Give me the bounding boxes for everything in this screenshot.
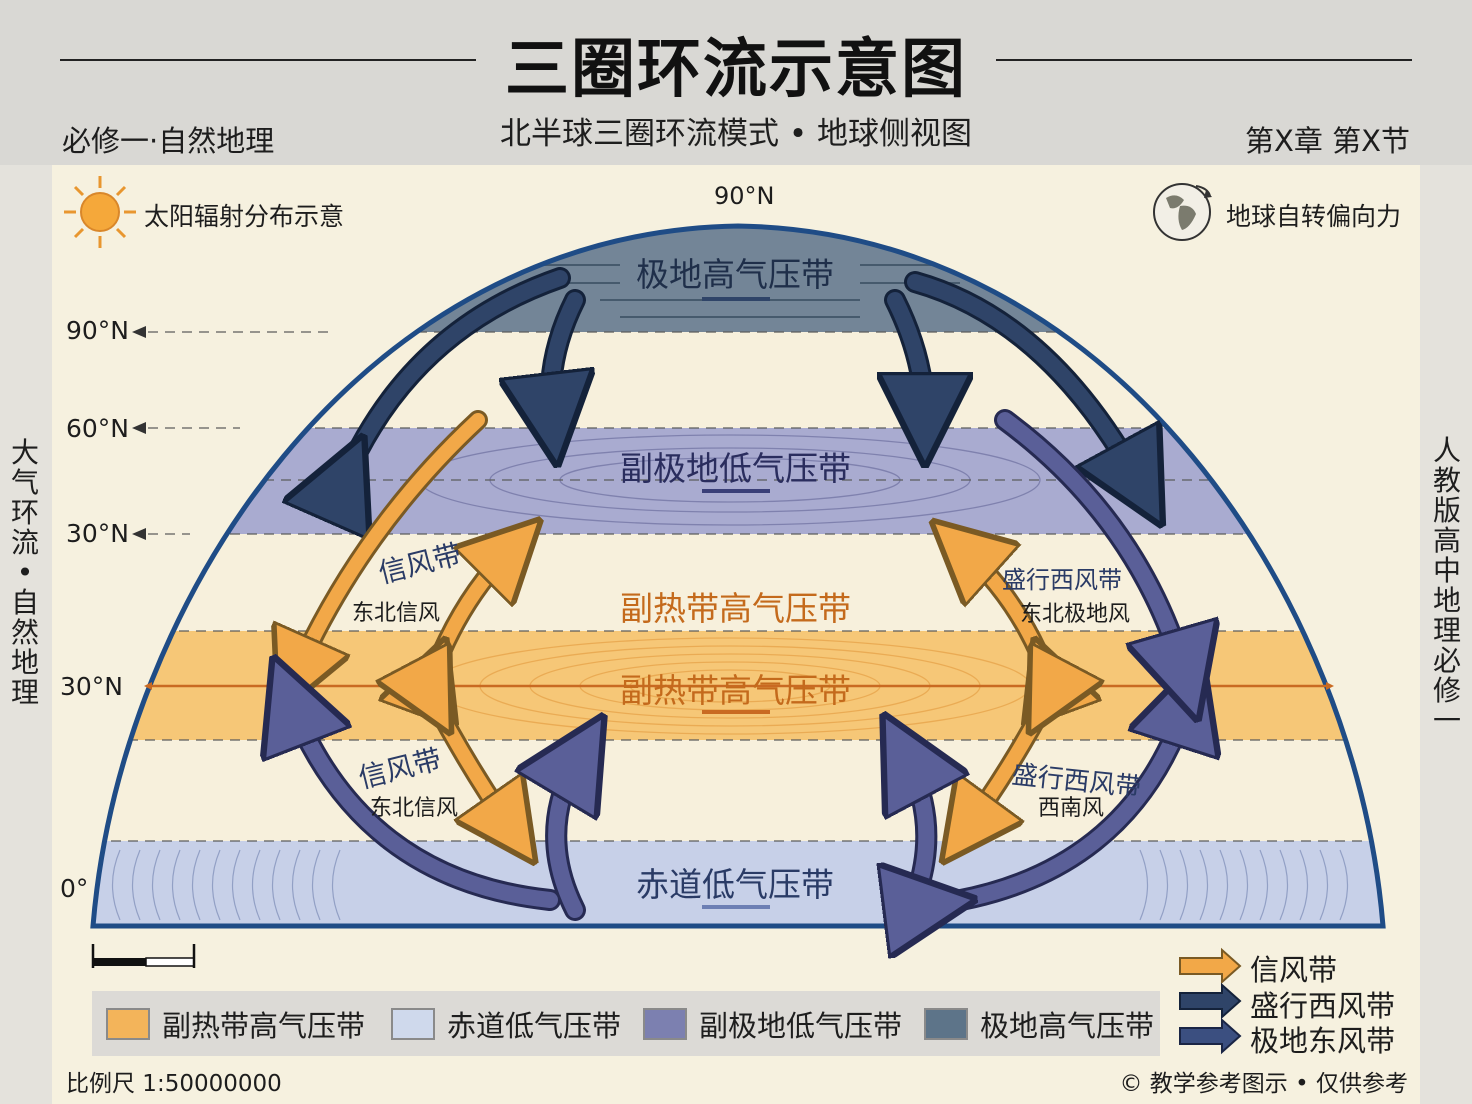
- rotation-caption: 地球自转偏向力: [1226, 202, 1402, 231]
- legend-swatch: [106, 1008, 150, 1040]
- course-label: 必修一·自然地理: [62, 124, 275, 158]
- legend-label: 副热带高气压带: [162, 1009, 366, 1043]
- sun-icon: [64, 176, 136, 248]
- trade-wind-sub-upper: 东北信风: [352, 601, 441, 626]
- trade-wind-sub-lower: 东北信风: [370, 796, 459, 821]
- equatorial-underline: [702, 905, 770, 909]
- right-vertical-caption: 人教版高中地理必修一: [1432, 434, 1461, 737]
- globe-icon: [1153, 183, 1212, 241]
- left-side-panel: [0, 165, 52, 1104]
- hadley-arrow-left-surface: [290, 700, 558, 908]
- title-rule-right: [996, 59, 1412, 61]
- legend-arrow-polar-easterlies: 极地东风带: [1250, 1024, 1396, 1058]
- latitude-pointers: [132, 326, 146, 540]
- subtropical-high-label: 副热带高气压带: [620, 671, 851, 710]
- latitude-label-90: 90°N: [66, 316, 130, 345]
- subtropical-underline: [702, 710, 770, 714]
- latitude-leaders: [148, 331, 330, 535]
- legend-item-polar: 极地高气压带: [924, 1006, 1155, 1043]
- westerlies-label-upper: 盛行西风带: [1002, 566, 1122, 594]
- scale-label: 比例尺 1:50000000: [66, 1071, 282, 1097]
- legend-label: 副极地低气压带: [699, 1009, 903, 1043]
- left-vertical-caption: 大气环流•自然地理: [10, 436, 39, 709]
- page-subtitle: 北半球三圈环流模式 • 地球侧视图: [500, 116, 972, 152]
- westerly-arrow-right-descend: [997, 412, 1185, 676]
- hemisphere-outline: [90, 223, 1386, 929]
- legend-item-equatorial: 赤道低气压带: [391, 1006, 622, 1043]
- polar-arrow-left-down: [345, 270, 568, 478]
- subtropical-high-label-upper: 副热带高气压带: [620, 589, 851, 628]
- equatorial-low-label: 赤道低气压带: [636, 865, 834, 904]
- legend-item-subpolar: 副极地低气压带: [643, 1006, 903, 1043]
- title-rule-left: [60, 59, 476, 61]
- legend-arrow-trade: 信风带: [1250, 953, 1338, 987]
- latitude-label-60: 60°N: [66, 414, 130, 443]
- latitude-label-0: 0°: [60, 874, 89, 903]
- latitude-label-30-upper: 30°N: [66, 519, 130, 548]
- subpolar-underline: [702, 489, 770, 493]
- polar-high-label: 极地高气压带: [636, 255, 834, 294]
- legend-swatch: [391, 1008, 435, 1040]
- hadley-arrow-left-rise: [556, 755, 580, 918]
- westerlies-sub-lower: 西南风: [1038, 796, 1105, 821]
- sun-caption: 太阳辐射分布示意: [144, 202, 345, 231]
- header-bar: [0, 0, 1472, 165]
- subpolar-low-label: 副极地低气压带: [620, 449, 851, 488]
- polar-arrow-right-sink: [895, 292, 925, 420]
- legend-label: 赤道低气压带: [447, 1009, 622, 1043]
- legend-swatch: [643, 1008, 687, 1040]
- latitude-label-30: 30°N: [60, 672, 124, 701]
- legend-swatch: [924, 1008, 968, 1040]
- copyright-label: © 教学参考图示 • 仅供参考: [1119, 1071, 1409, 1097]
- westerlies-sub-upper: 东北极地风: [1020, 602, 1131, 627]
- hadley-cell-arrows: [290, 409, 1188, 918]
- polar-underline: [702, 297, 770, 301]
- polar-arrow-left-sink: [551, 292, 575, 420]
- legend-panel: [92, 991, 1160, 1056]
- legend-arrow-westerlies: 盛行西风带: [1250, 989, 1396, 1023]
- polar-cell-arrows: [345, 267, 1140, 485]
- page-title: 三圈环流示意图: [505, 33, 967, 107]
- hadley-arrow-right-surface: [930, 700, 1188, 905]
- ferrel-arrow-left-descend: [295, 413, 485, 676]
- scale-bar: [91, 944, 196, 968]
- legend-label: 极地高气压带: [980, 1009, 1155, 1043]
- legend-arrows: [1179, 947, 1242, 1055]
- chapter-label: 第X章 第X节: [1245, 124, 1410, 158]
- right-side-panel: [1420, 165, 1472, 1104]
- pole-label: 90°N: [714, 182, 775, 210]
- legend-item-subtropical: 副热带高气压带: [106, 1006, 366, 1043]
- polar-arrow-right-down: [907, 274, 1140, 485]
- trade-arrow-left: [432, 698, 512, 830]
